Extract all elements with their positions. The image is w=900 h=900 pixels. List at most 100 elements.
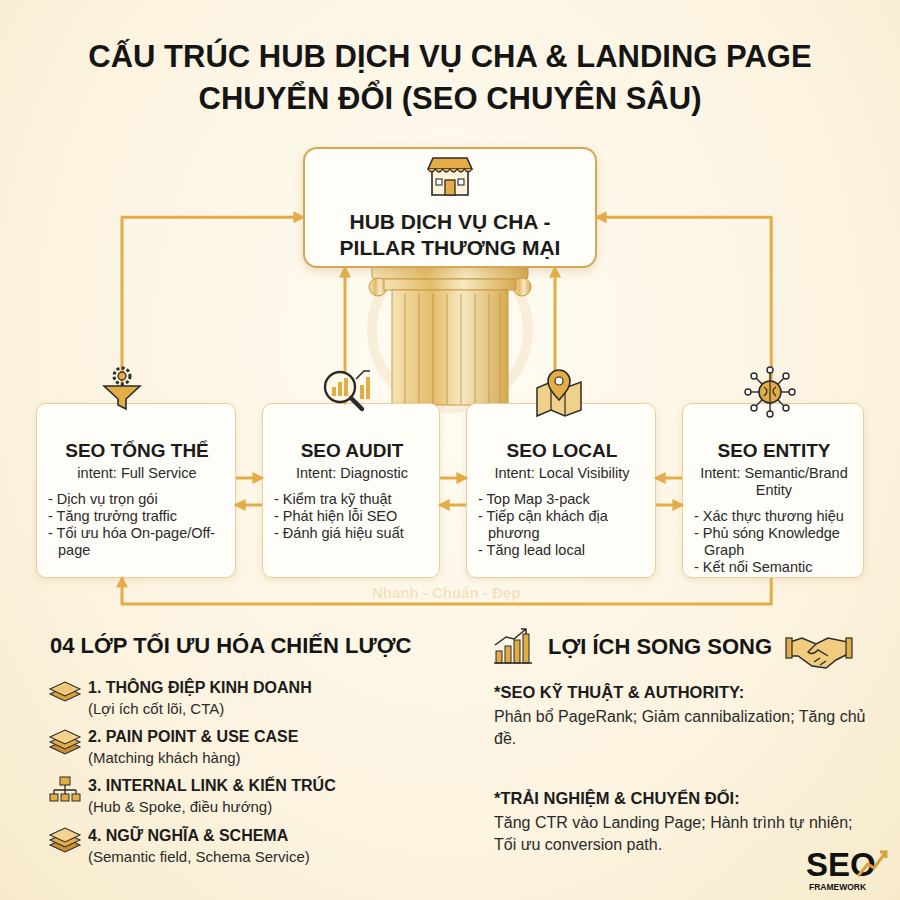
layer-note: (Lợi ích cốt lõi, CTA) bbox=[88, 700, 224, 717]
bullet-item: - Tăng lead local bbox=[478, 542, 646, 559]
handshake-icon bbox=[846, 638, 852, 658]
magnifier-chart-icon bbox=[338, 382, 342, 396]
brain-network-icon bbox=[745, 389, 751, 395]
magnifier-chart-icon bbox=[360, 385, 364, 399]
hub-box: HUB DỊCH VỤ CHA - PILLAR THƯƠNG MẠI bbox=[303, 147, 597, 268]
brain-network-icon bbox=[783, 373, 789, 379]
bullet-item: - Phát hiện lỗi SEO bbox=[274, 508, 430, 525]
layer-title: 2. PAIN POINT & USE CASE bbox=[88, 728, 298, 746]
benefit-text: Phân bổ PageRank; Giảm cannibalization; … bbox=[494, 706, 874, 750]
layers-icon bbox=[50, 828, 80, 842]
pillar-illustration bbox=[392, 290, 508, 405]
connector-arrow bbox=[344, 268, 347, 403]
magnifier-chart-icon bbox=[366, 377, 370, 399]
connector-arrow bbox=[122, 217, 303, 403]
pillar-illustration bbox=[432, 294, 434, 404]
layer-note: (Hub & Spoke, điều hướng) bbox=[88, 798, 272, 815]
intent-text: Intent: Local Visibility bbox=[478, 465, 646, 482]
intent-text: Intent: Diagnostic bbox=[274, 465, 430, 482]
intent-text: Intent: Semantic/Brand Entity bbox=[694, 465, 854, 499]
handshake-icon bbox=[790, 638, 848, 668]
magnifier-chart-icon bbox=[332, 387, 336, 396]
connector-arrow bbox=[597, 217, 771, 403]
handshake-icon bbox=[786, 638, 852, 668]
magnifier-chart-icon bbox=[325, 372, 355, 402]
connector-arrow bbox=[236, 504, 262, 507]
bullet-item: - Phủ sóng Knowledge Graph bbox=[694, 525, 854, 559]
brain-network-icon bbox=[748, 391, 770, 392]
connector-arrow bbox=[554, 268, 557, 403]
service-box: SEO TỔNG THỂ intent: Full Service - Dịch v… bbox=[36, 403, 236, 578]
layers-icon bbox=[50, 838, 80, 852]
connector-arrow bbox=[440, 504, 466, 507]
layers-icon bbox=[50, 730, 80, 754]
growth-chart-icon bbox=[494, 662, 532, 663]
funnel-gear-icon bbox=[114, 368, 130, 384]
bullet-item: - Tăng trưởng traffic bbox=[48, 508, 226, 525]
service-box: SEO LOCAL Intent: Local Visibility - Top M… bbox=[466, 403, 656, 578]
service-heading: SEO AUDIT bbox=[274, 440, 430, 462]
brain-network-icon bbox=[754, 376, 770, 392]
brain-network-icon bbox=[789, 389, 795, 395]
growth-chart-icon bbox=[496, 651, 502, 663]
magnifier-chart-icon bbox=[356, 371, 370, 379]
pillar-illustration bbox=[384, 279, 516, 290]
service-heading: SEO TỔNG THỂ bbox=[48, 440, 226, 462]
connector-arrow bbox=[236, 477, 262, 480]
pillar-illustration bbox=[460, 294, 462, 404]
service-box: SEO ENTITY Intent: Semantic/Brand Entity -… bbox=[682, 403, 864, 578]
pillar-illustration bbox=[404, 294, 406, 404]
layer-title: 3. INTERNAL LINK & KIẾN TRÚC bbox=[88, 777, 336, 795]
diagram-title: CẤU TRÚC HUB DỊCH VỤ CHA & LANDING PAGE … bbox=[30, 36, 870, 120]
intent-text: intent: Full Service bbox=[48, 465, 226, 482]
brain-network-icon bbox=[759, 381, 781, 403]
connector-arrow bbox=[122, 578, 771, 604]
growth-chart-icon bbox=[495, 629, 526, 645]
growth-chart-icon bbox=[514, 640, 520, 663]
map-pin-icon bbox=[548, 370, 570, 400]
layer-note: (Semantic field, Schema Service) bbox=[88, 848, 310, 865]
bullet-item: - Tiếp cận khách địa phương bbox=[478, 508, 646, 542]
handshake-icon bbox=[808, 644, 828, 665]
layer-note: (Matching khách hàng) bbox=[88, 749, 241, 766]
logo-text: SEO bbox=[806, 846, 876, 884]
pillar-illustration bbox=[418, 294, 420, 404]
watermark-ring bbox=[372, 252, 528, 408]
hierarchy-icon bbox=[61, 794, 69, 801]
brain-network-icon bbox=[767, 367, 773, 373]
bullet-item: - Đánh giá hiệu suất bbox=[274, 525, 430, 542]
pillar-illustration bbox=[488, 294, 490, 404]
funnel-gear-icon bbox=[118, 372, 126, 380]
connector-arrow bbox=[440, 477, 466, 480]
pillar-illustration bbox=[474, 294, 476, 404]
connector-arrow bbox=[656, 477, 682, 480]
connector-arrow bbox=[656, 504, 682, 507]
bullet-item: - Tối ưu hóa On-page/Off-page bbox=[48, 525, 226, 559]
benefit-heading: *TRẢI NGHIỆM & CHUYỂN ĐỔI: bbox=[494, 789, 740, 808]
service-heading: SEO ENTITY bbox=[694, 440, 854, 462]
hierarchy-icon bbox=[60, 777, 70, 785]
logo-subtext: FRAMEWORK bbox=[809, 882, 866, 892]
growth-chart-icon bbox=[505, 646, 511, 663]
hierarchy-icon bbox=[50, 777, 80, 801]
pillar-illustration bbox=[513, 278, 531, 296]
pillar-illustration bbox=[369, 266, 531, 405]
magnifier-chart-icon bbox=[344, 378, 348, 396]
benefit-heading: *SEO KỸ THUẬT & AUTHORITY: bbox=[494, 683, 744, 702]
layers-icon bbox=[50, 735, 80, 749]
brain-network-icon bbox=[770, 391, 792, 392]
layers-icon bbox=[50, 682, 80, 701]
bullet-item: - Top Map 3-pack bbox=[478, 491, 646, 508]
map-pin-icon bbox=[555, 377, 563, 385]
layer-title: 1. THÔNG ĐIỆP KINH DOANH bbox=[88, 679, 312, 697]
brain-network-icon bbox=[770, 376, 786, 392]
brain-network-icon bbox=[764, 382, 776, 402]
hierarchy-icon bbox=[50, 794, 58, 801]
growth-chart-icon bbox=[494, 629, 532, 663]
service-heading: SEO LOCAL bbox=[478, 440, 646, 462]
bullet-item: - Dịch vụ trọn gói bbox=[48, 491, 226, 508]
layers-icon bbox=[50, 833, 80, 847]
section-heading: 04 LỚP TỐI ƯU HÓA CHIẾN LƯỢC bbox=[50, 633, 411, 659]
service-box: SEO AUDITIntent: Diagnostic- Kiểm tra kỹ… bbox=[262, 403, 440, 578]
